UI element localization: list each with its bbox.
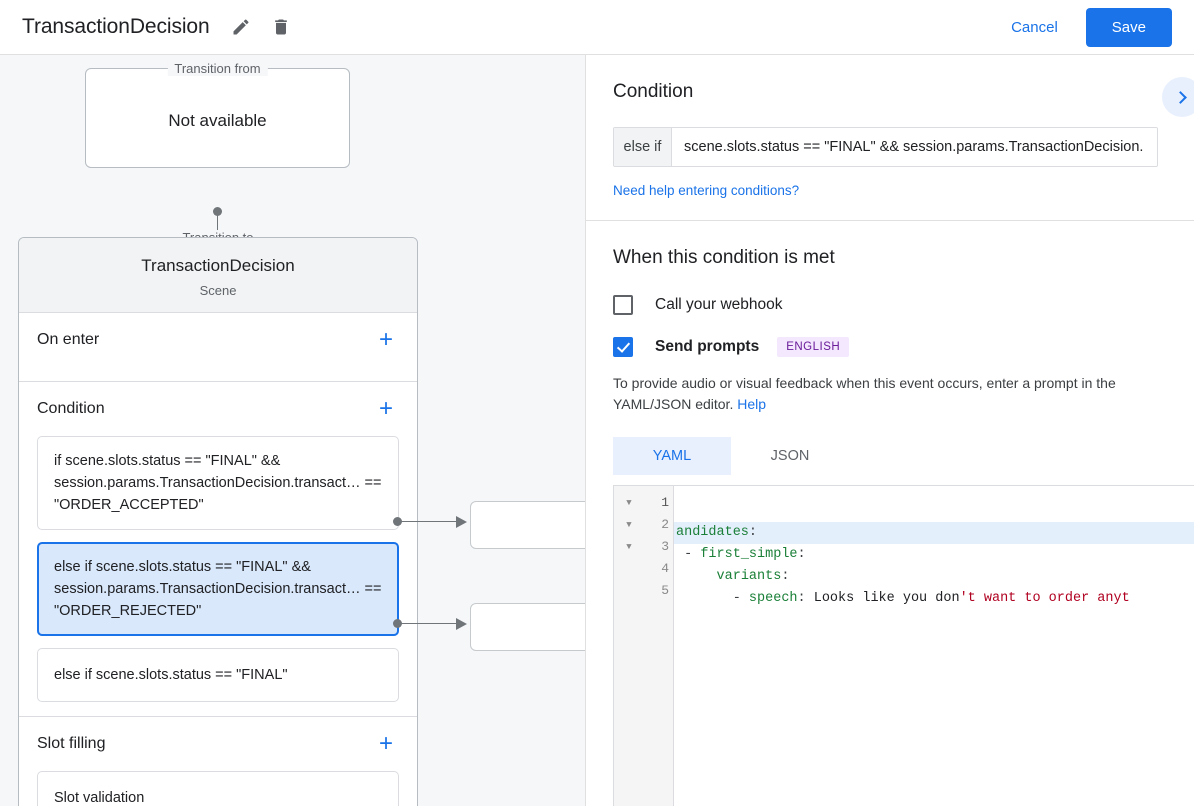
editor-code-area[interactable]: andidates: - first_simple: variants: - s… (674, 486, 1194, 806)
code-line[interactable]: - speech: Looks like you don't want to o… (674, 588, 1194, 610)
connector-arrowhead (456, 516, 467, 528)
slot-filling-item[interactable]: Slot validation (37, 771, 399, 806)
code-token: 't want to order anyt (959, 591, 1130, 606)
transition-target-card[interactable] (470, 501, 585, 549)
prompts-help-link[interactable]: Help (737, 396, 767, 412)
send-prompts-row: Send prompts ENGLISH (613, 337, 1167, 357)
when-condition-met-section: When this condition is met Call your web… (586, 221, 1194, 806)
chevron-glyph (1174, 90, 1187, 104)
connector-dot (213, 207, 222, 216)
condition-prefix-label: else if (614, 128, 672, 166)
prompts-help-text: To provide audio or visual feedback when… (613, 373, 1167, 415)
save-button[interactable]: Save (1085, 7, 1172, 47)
condition-help-link[interactable]: Need help entering conditions? (613, 183, 800, 198)
line-number: 3 (661, 539, 669, 554)
add-slot-filling-icon[interactable]: + (378, 730, 393, 757)
prompt-code-editor[interactable]: ▼ ▼ ▼ 1 2 3 4 5 andidates: - first_simple: var… (613, 485, 1194, 806)
tab-json[interactable]: JSON (770, 448, 810, 464)
call-webhook-label: Call your webhook (655, 296, 783, 313)
scene-header[interactable]: TransactionDecision Scene (19, 238, 417, 313)
code-token: variants (716, 569, 782, 584)
code-line[interactable]: - first_simple: (674, 544, 1194, 566)
code-token: : (781, 569, 790, 584)
fold-placeholder (614, 558, 644, 580)
line-number: 5 (661, 583, 669, 598)
code-line[interactable]: andidates: (674, 522, 1194, 544)
connector-line (398, 623, 458, 624)
code-line[interactable] (674, 610, 1194, 632)
code-token: : (748, 525, 758, 540)
send-prompts-checkbox[interactable] (613, 337, 633, 357)
connector-dot (393, 619, 402, 628)
section-title-slot-filling: Slot filling (37, 735, 106, 752)
pencil-icon[interactable] (224, 10, 258, 44)
fold-arrow-icon[interactable]: ▼ (626, 542, 632, 552)
condition-item[interactable]: else if scene.slots.status == "FINAL" (37, 648, 399, 702)
code-token: - (676, 591, 749, 606)
transition-from-card[interactable]: Transition from Not available (85, 61, 350, 168)
transition-to-card[interactable]: TransactionDecision Scene On enter + Con… (18, 237, 418, 806)
editor-format-tabs: YAML JSON (613, 437, 1167, 475)
scene-type: Scene (199, 283, 237, 298)
scene-graph-canvas[interactable]: Transition from Not available Transition… (0, 55, 585, 806)
condition-expression-input[interactable] (672, 128, 1157, 166)
fold-arrow-icon[interactable]: ▼ (626, 498, 632, 508)
section-title-condition: Condition (37, 400, 105, 417)
section-header-condition: Condition + (37, 382, 399, 436)
code-token: Looks like you don (813, 591, 960, 606)
add-on-enter-icon[interactable]: + (378, 326, 393, 353)
editor-line-numbers: 1 2 3 4 5 (644, 486, 674, 806)
send-prompts-label: Send prompts (655, 338, 760, 355)
fold-arrow-icon[interactable]: ▼ (626, 520, 632, 530)
section-header-on-enter: On enter + (37, 313, 399, 367)
code-line[interactable]: variants: (674, 566, 1194, 588)
line-number: 4 (661, 561, 669, 576)
section-header-slot-filling: Slot filling + (37, 717, 399, 771)
when-met-heading: When this condition is met (613, 247, 835, 268)
prompts-help-text-body: To provide audio or visual feedback when… (613, 375, 1116, 412)
line-number: 1 (661, 495, 669, 510)
condition-section: Condition else if Need help entering con… (586, 55, 1194, 221)
condition-expression-row[interactable]: else if (613, 127, 1158, 167)
section-title-on-enter: On enter (37, 331, 100, 348)
language-badge: ENGLISH (777, 337, 850, 357)
add-condition-icon[interactable]: + (378, 395, 393, 422)
connector-line (398, 521, 458, 522)
scene-name: TransactionDecision (141, 256, 295, 275)
code-token: : (797, 591, 814, 606)
transition-from-legend: Transition from (167, 61, 268, 76)
app-header: TransactionDecision Cancel Save (0, 0, 1194, 55)
cancel-button[interactable]: Cancel (997, 10, 1072, 45)
connector-arrowhead (456, 618, 467, 630)
code-token: first_simple (700, 547, 798, 562)
call-webhook-checkbox[interactable] (613, 295, 633, 315)
code-token: - (676, 547, 701, 562)
page-title: TransactionDecision (22, 15, 210, 38)
fold-placeholder (614, 580, 644, 602)
code-token: andidates (676, 525, 749, 540)
tab-yaml[interactable]: YAML (613, 437, 731, 475)
webhook-row: Call your webhook (613, 295, 1167, 315)
connector-dot (393, 517, 402, 526)
transition-from-value: Not available (168, 111, 267, 130)
chevron-right-icon[interactable] (1162, 77, 1194, 117)
transition-target-card[interactable] (470, 603, 585, 651)
code-token (676, 569, 717, 584)
line-number: 2 (661, 517, 669, 532)
panel-heading: Condition (613, 81, 694, 102)
code-token: : (797, 547, 806, 562)
editor-fold-column: ▼ ▼ ▼ (614, 486, 644, 806)
section-on-enter: On enter + (19, 313, 417, 382)
trash-icon[interactable] (264, 10, 298, 44)
condition-details-panel: Condition else if Need help entering con… (585, 55, 1194, 806)
section-slot-filling: Slot filling + Slot validation (19, 717, 417, 806)
code-token: speech (748, 591, 798, 606)
condition-item[interactable]: if scene.slots.status == "FINAL" && sess… (37, 436, 399, 530)
condition-item-selected[interactable]: else if scene.slots.status == "FINAL" &&… (37, 542, 399, 636)
section-condition: Condition + if scene.slots.status == "FI… (19, 382, 417, 717)
